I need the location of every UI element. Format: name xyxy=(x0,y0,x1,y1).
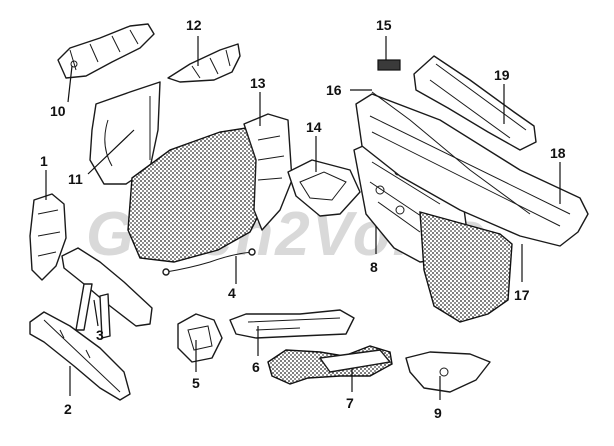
part-12-upper-panel xyxy=(167,43,241,83)
part-16-seal-strip xyxy=(371,91,531,215)
callout-7: 7 xyxy=(346,395,354,411)
callout-15: 15 xyxy=(376,17,392,33)
part-6-side-rail xyxy=(229,309,355,339)
callout-6: 6 xyxy=(252,359,260,375)
callout-8: 8 xyxy=(370,259,378,275)
part-15-clip xyxy=(377,59,401,71)
part-14-bracket xyxy=(287,159,361,217)
callout-18: 18 xyxy=(550,145,566,161)
part-3-crossmember xyxy=(61,247,153,339)
callout-13: 13 xyxy=(250,75,266,91)
part-1-bracket xyxy=(29,193,67,281)
callout-11: 11 xyxy=(68,171,83,187)
part-18-cowl-panel xyxy=(355,93,589,247)
part-2-lower-rail xyxy=(29,311,131,401)
callout-2: 2 xyxy=(64,401,72,417)
part-13-wheel-arch-panel xyxy=(127,113,293,263)
part-5-mount xyxy=(177,313,223,363)
part-10-rail-bracket xyxy=(57,23,155,79)
callout-10: 10 xyxy=(50,103,66,119)
callout-labels: 1 2 3 4 5 6 7 8 9 10 11 12 13 14 15 16 1… xyxy=(40,17,566,421)
callout-3: 3 xyxy=(96,327,104,343)
part-17-insulation xyxy=(419,211,513,323)
callout-1: 1 xyxy=(40,153,48,169)
callout-19: 19 xyxy=(494,67,510,83)
leader-lines xyxy=(45,36,561,400)
callout-12: 12 xyxy=(186,17,202,33)
callout-16: 16 xyxy=(326,82,342,98)
part-7-lower-rail-reinforcement xyxy=(267,345,393,385)
callout-4: 4 xyxy=(228,285,236,301)
callout-17: 17 xyxy=(514,287,530,303)
part-9-plate xyxy=(405,351,491,393)
callout-14: 14 xyxy=(306,119,322,135)
part-4-cable xyxy=(162,248,256,276)
callout-5: 5 xyxy=(192,375,200,391)
part-19-upper-cowl xyxy=(413,55,537,151)
callout-9: 9 xyxy=(434,405,442,421)
